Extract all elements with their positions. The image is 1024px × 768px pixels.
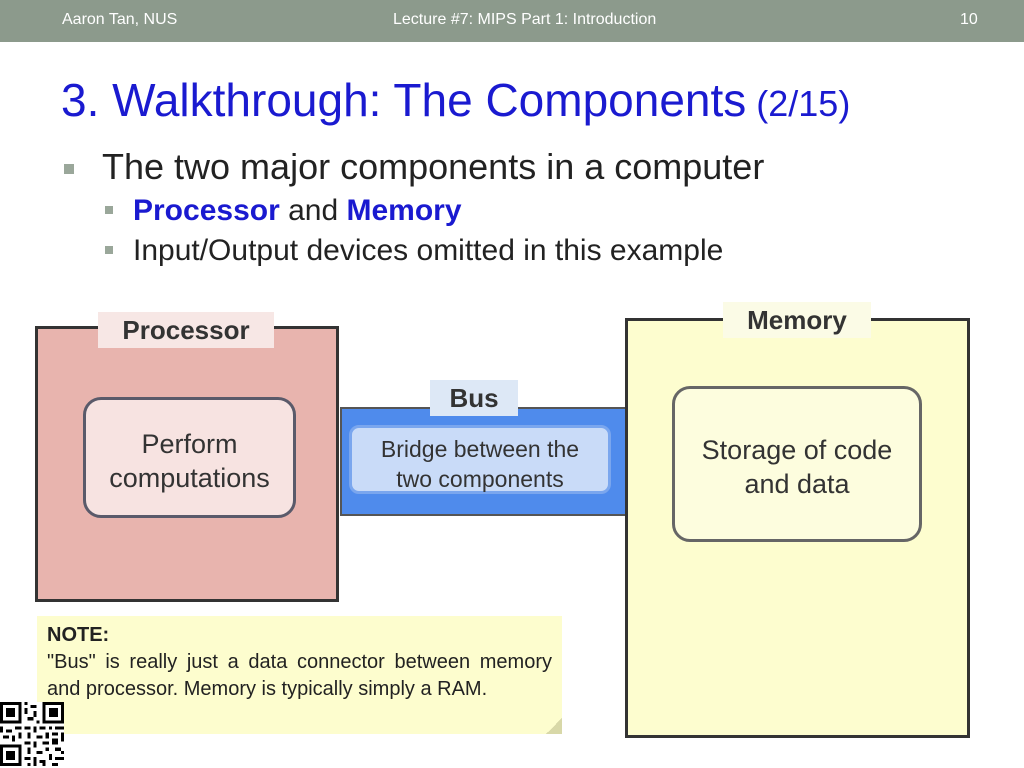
keyword-processor: Processor: [133, 194, 280, 227]
bus-description: Bridge between the two components: [349, 425, 611, 494]
note-fold-corner: [546, 718, 562, 734]
bullet-text: Processor and Memory: [133, 194, 462, 228]
header-bar: [0, 0, 1024, 42]
bullet-text: The two major components in a computer: [102, 146, 765, 187]
bullet-square-icon: [105, 206, 113, 214]
bus-description-line1: Bridge between the: [380, 436, 580, 462]
memory-description-line1: Storage of code: [701, 435, 893, 465]
bullet-square-icon: [105, 246, 113, 254]
slide-title-main: 3. Walkthrough: The Components: [61, 74, 747, 126]
processor-description-line1: Perform: [141, 429, 238, 459]
processor-description: Perform computations: [83, 397, 296, 518]
processor-description-line2: computations: [109, 463, 270, 493]
slide-title-counter: (2/15): [756, 83, 851, 124]
bus-label: Bus: [430, 380, 518, 416]
header-author: Aaron Tan, NUS: [62, 11, 178, 28]
memory-description-line2: and data: [744, 469, 850, 499]
header-lecture-title: Lecture #7: MIPS Part 1: Introduction: [393, 11, 657, 28]
bullet-and: and: [279, 194, 347, 227]
note-box: NOTE: "Bus" is really just a data connec…: [37, 616, 562, 734]
note-body: "Bus" is really just a data connector be…: [47, 651, 552, 700]
note-title: NOTE:: [47, 624, 110, 646]
keyword-memory: Memory: [346, 194, 462, 227]
bullet-text: Input/Output devices omitted in this exa…: [133, 234, 724, 267]
bullet-square-icon: [64, 164, 74, 174]
qr-code-icon: [0, 702, 64, 766]
memory-label: Memory: [723, 302, 871, 338]
page-number: 10: [960, 11, 978, 28]
bus-description-line2: two components: [396, 466, 564, 492]
processor-label: Processor: [98, 312, 274, 348]
memory-description: Storage of code and data: [672, 386, 922, 542]
slide-title: 3. Walkthrough: The Components(2/15): [61, 73, 850, 127]
